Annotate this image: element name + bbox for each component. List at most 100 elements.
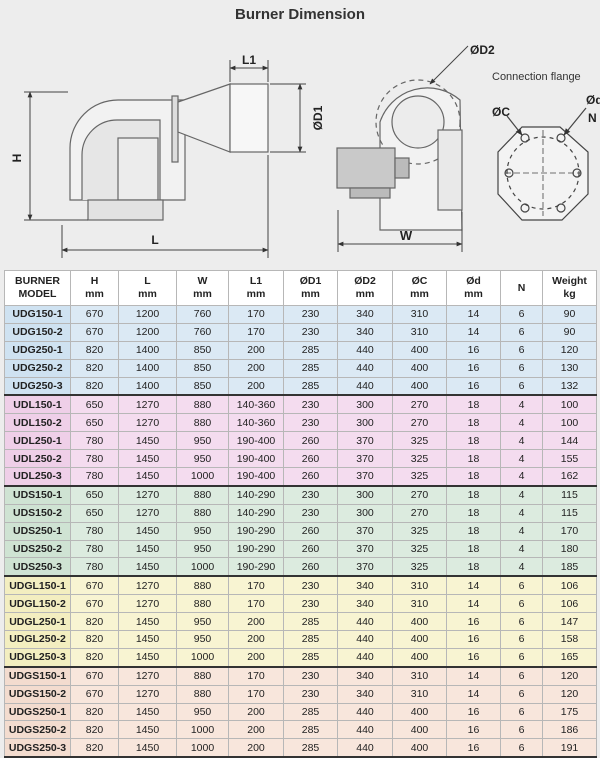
table-cell: 880	[176, 684, 229, 704]
model-cell: UDL250-3	[4, 467, 71, 487]
model-cell: UDGL250-2	[4, 630, 71, 649]
table-cell: 670	[70, 594, 119, 614]
model-cell: UDG150-1	[4, 305, 71, 324]
table-cell: 285	[283, 612, 338, 632]
table-cell: 820	[70, 358, 119, 378]
table-cell: 1400	[118, 340, 177, 360]
table-cell: 6	[500, 647, 543, 668]
table-cell: 6	[500, 376, 543, 397]
table-cell: 144	[542, 431, 597, 451]
table-cell: 1450	[118, 521, 177, 541]
table-cell: 1270	[118, 666, 177, 686]
table-cell: 310	[392, 305, 447, 324]
table-cell: 4	[500, 467, 543, 487]
table-cell: 260	[283, 449, 338, 469]
table-cell: 820	[70, 340, 119, 360]
table-cell: 400	[392, 612, 447, 632]
table-cell: 1000	[176, 467, 229, 487]
table-cell: 440	[337, 630, 393, 649]
table-cell: 18	[446, 485, 501, 505]
table-cell: 175	[542, 702, 597, 722]
table-cell: 1450	[118, 467, 177, 487]
column-header-label: Ød	[466, 275, 481, 287]
flange-plate	[171, 95, 179, 163]
table-cell: 780	[70, 467, 119, 487]
model-cell: UDGS250-3	[4, 738, 71, 758]
table-cell: 230	[283, 666, 338, 686]
table-cell: 400	[392, 630, 447, 649]
table-cell: 440	[337, 340, 393, 360]
table-cell: 370	[337, 521, 393, 541]
table-cell: 340	[337, 322, 393, 342]
table-cell: 4	[500, 539, 543, 559]
column-header-label: N	[517, 281, 526, 294]
table-cell: 400	[392, 340, 447, 360]
table-cell: 285	[283, 702, 338, 722]
table-cell: 170	[228, 575, 284, 596]
table-cell: 880	[176, 575, 229, 596]
table-cell: 100	[542, 413, 597, 433]
blast-tube	[229, 83, 269, 153]
table-cell: 310	[392, 666, 447, 686]
table-cell: 16	[446, 720, 501, 740]
table-cell: 260	[283, 431, 338, 451]
model-cell: UDL150-2	[4, 413, 71, 433]
table-cell: 200	[228, 738, 284, 758]
table-cell: 200	[228, 376, 284, 397]
table-cell: 6	[500, 340, 543, 360]
model-cell: UDS250-3	[4, 557, 71, 578]
table-cell: 230	[283, 413, 338, 433]
table-cell: 165	[542, 647, 597, 668]
column-header-unit: mm	[464, 288, 483, 300]
table-cell: 16	[446, 358, 501, 378]
table-cell: 400	[392, 720, 447, 740]
table-cell: 4	[500, 503, 543, 523]
table-cell: 14	[446, 684, 501, 704]
table-cell: 850	[176, 358, 229, 378]
table-cell: 14	[446, 666, 501, 686]
burner-dimension-drawing: H L L1 ØD1 W ØD2 Connection flange ØC Ød	[10, 43, 600, 258]
label-small-d: Ød	[586, 93, 600, 107]
column-header-label: BURNER	[15, 275, 60, 287]
table-cell: 6	[500, 720, 543, 740]
table-cell: 950	[176, 630, 229, 649]
model-cell: UDS250-2	[4, 539, 71, 559]
table-cell: 340	[337, 575, 393, 596]
table-cell: 130	[542, 358, 597, 378]
table-cell: 1450	[118, 539, 177, 559]
table-cell: 880	[176, 394, 229, 415]
label-l1: L1	[242, 53, 256, 67]
model-cell: UDL250-1	[4, 431, 71, 451]
table-cell: 670	[70, 684, 119, 704]
table-cell: 780	[70, 431, 119, 451]
column-header-label: Weight	[552, 275, 587, 287]
column-header-unit: mm	[138, 288, 157, 300]
table-cell: 780	[70, 521, 119, 541]
table-cell: 950	[176, 431, 229, 451]
table-cell: 18	[446, 503, 501, 523]
table-cell: 6	[500, 305, 543, 324]
table-cell: 230	[283, 503, 338, 523]
table-cell: 230	[283, 305, 338, 324]
model-cell: UDG250-2	[4, 358, 71, 378]
table-cell: 340	[337, 594, 393, 614]
table-cell: 18	[446, 449, 501, 469]
table-cell: 310	[392, 684, 447, 704]
model-cell: UDGL250-1	[4, 612, 71, 632]
model-cell: UDGS250-2	[4, 720, 71, 740]
table-cell: 1450	[118, 612, 177, 632]
table-cell: 106	[542, 575, 597, 596]
table-cell: 325	[392, 449, 447, 469]
table-cell: 170	[542, 521, 597, 541]
table-cell: 200	[228, 702, 284, 722]
table-cell: 310	[392, 322, 447, 342]
table-cell: 1450	[118, 431, 177, 451]
table-cell: 185	[542, 557, 597, 578]
table-cell: 170	[228, 305, 284, 324]
